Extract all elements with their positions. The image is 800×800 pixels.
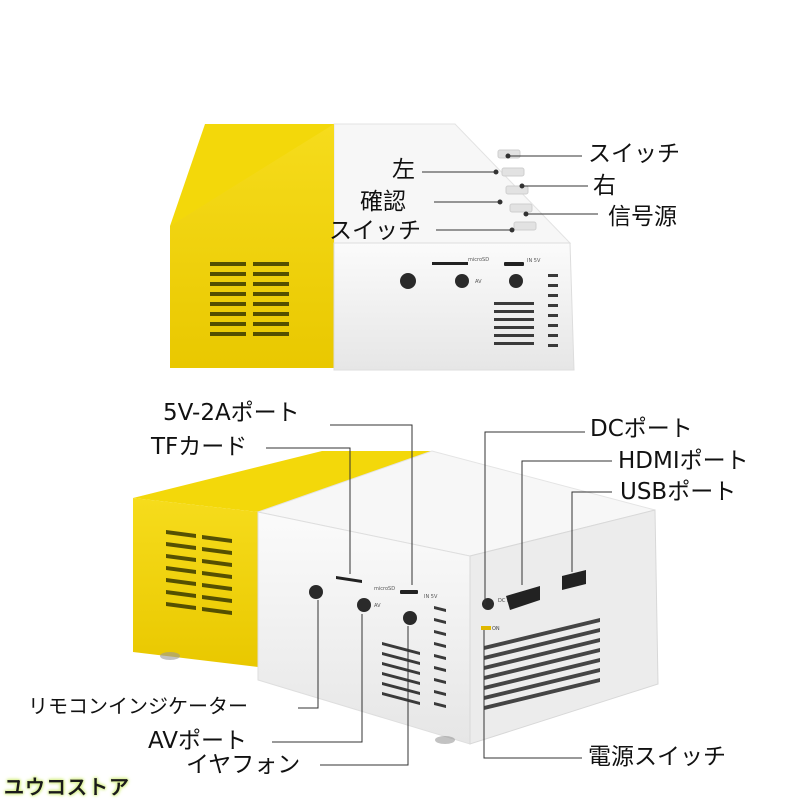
bottom-power-switch — [481, 626, 491, 630]
label-remote-indicator: リモコンインジケーター — [28, 694, 248, 718]
label-dc-port: DCポート — [590, 416, 693, 442]
bottom-projector: microSD IN 5V AV DC IN ON — [133, 424, 659, 766]
top-tf-slot — [432, 262, 468, 265]
bottom-projector-yellow-top — [133, 451, 432, 512]
label-usb-port: USBポート — [620, 479, 737, 505]
bottom-yellow-vents — [166, 530, 232, 615]
bottom-mark-on: ON — [492, 626, 500, 632]
bottom-tf-slot — [336, 576, 362, 583]
label-right: 右 — [593, 173, 616, 199]
top-projector: microSD IN 5V AV — [170, 123, 598, 371]
bottom-dc-port — [482, 598, 494, 610]
label-5v-2a-port: 5V-2Aポート — [163, 400, 300, 426]
bottom-mark-av: AV — [374, 603, 381, 609]
top-av-jack — [455, 274, 469, 288]
bottom-usb-port — [562, 570, 586, 590]
bottom-mark-dc-in: DC IN — [498, 598, 512, 604]
top-white-vents — [494, 274, 558, 347]
top-remote-sensor — [400, 273, 416, 289]
bottom-remote-sensor — [309, 585, 323, 599]
top-yellow-vents — [210, 262, 289, 336]
top-buttons — [497, 149, 537, 231]
bottom-mark-in5v: IN 5V — [424, 594, 438, 600]
bottom-front-vents — [484, 618, 600, 710]
top-mark-av: AV — [475, 279, 482, 285]
top-mark-in5v: IN 5V — [527, 258, 541, 264]
top-earphone-jack — [509, 274, 523, 288]
label-signal-source: 信号源 — [608, 204, 677, 230]
top-mark-microsd: microSD — [468, 257, 489, 263]
label-tf-card: TFカード — [151, 434, 248, 460]
label-av-port: AVポート — [148, 728, 247, 754]
label-confirm: 確認 — [360, 189, 406, 215]
label-left: 左 — [392, 157, 415, 183]
top-usb-power-port — [504, 262, 524, 266]
bottom-usb-power-port — [400, 590, 418, 594]
bottom-leader-lines — [266, 424, 612, 766]
top-leader-lines — [422, 153, 598, 233]
label-switch: スイッチ — [588, 141, 680, 167]
bottom-hdmi-port — [506, 586, 540, 610]
label-power-switch: 電源スイッチ — [588, 744, 726, 770]
label-switch-2: スイッチ — [329, 218, 421, 244]
label-hdmi-port: HDMIポート — [618, 448, 749, 474]
top-projector-yellow-side — [170, 124, 334, 368]
label-earphone: イヤフォン — [186, 752, 301, 778]
bottom-earphone-jack — [403, 611, 417, 625]
bottom-av-jack — [357, 598, 371, 612]
watermark-logo: ユウコストア — [4, 775, 130, 799]
bottom-mark-microsd: microSD — [374, 586, 395, 592]
bottom-white-vents — [382, 606, 446, 708]
